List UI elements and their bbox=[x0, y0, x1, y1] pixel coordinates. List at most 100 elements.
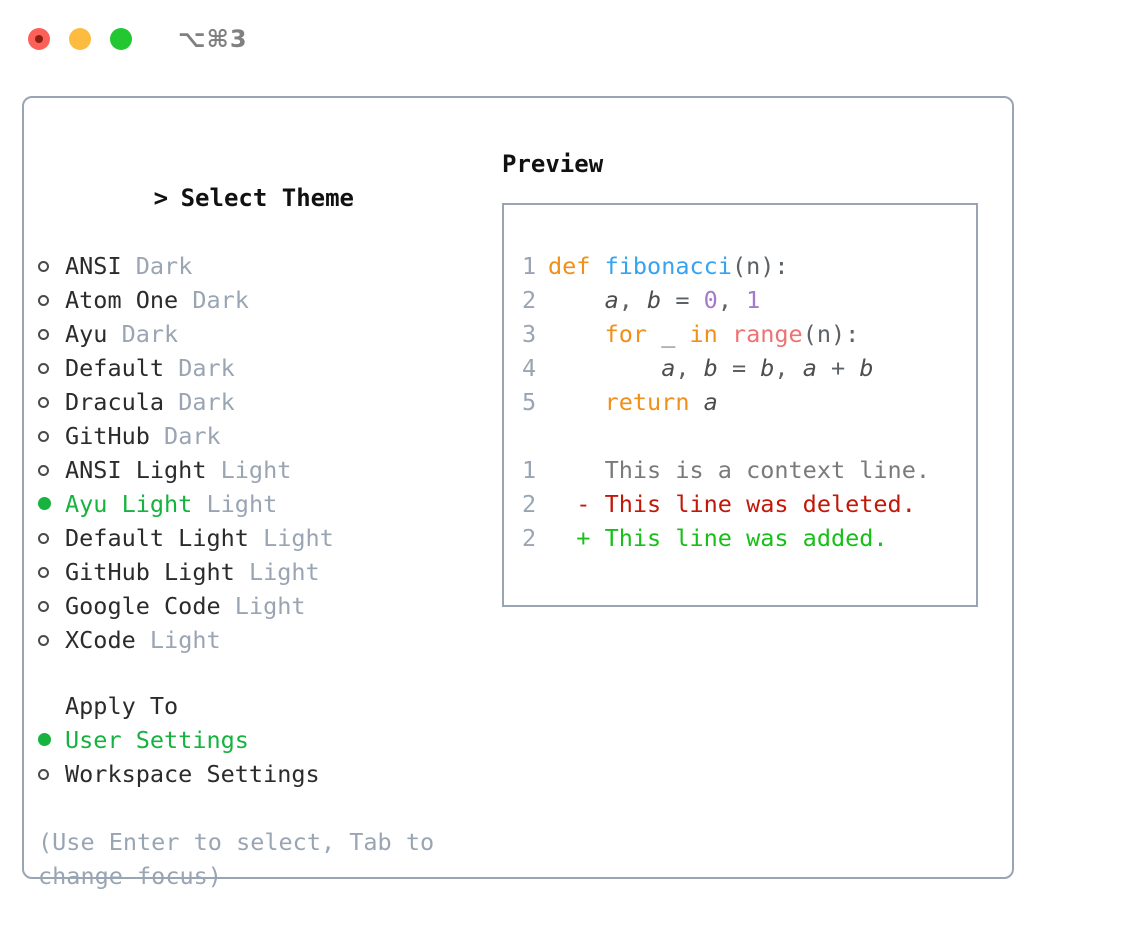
window-controls bbox=[28, 28, 132, 50]
theme-option-google-code[interactable]: Google Code Light bbox=[38, 589, 498, 623]
code-token: b bbox=[760, 354, 775, 382]
prompt-caret-icon: > bbox=[153, 184, 169, 212]
radio-unselected-icon bbox=[38, 453, 65, 487]
label-spacer bbox=[235, 558, 249, 586]
label-spacer bbox=[107, 320, 121, 348]
code-token: , bbox=[618, 286, 648, 314]
label-spacer bbox=[150, 422, 164, 450]
label-spacer bbox=[192, 490, 206, 518]
code-token: return bbox=[604, 388, 690, 416]
code-token: = bbox=[661, 286, 704, 314]
radio-selected-icon bbox=[38, 723, 65, 757]
theme-option-kind: Light bbox=[263, 524, 334, 552]
radio-unselected-icon bbox=[38, 521, 65, 555]
radio-unselected-icon bbox=[38, 623, 65, 657]
theme-option-ayu-light[interactable]: Ayu Light Light bbox=[38, 487, 498, 521]
diff-sample: 1 This is a context line.2 - This line w… bbox=[504, 453, 976, 555]
diff-line: 1 This is a context line. bbox=[504, 453, 976, 487]
label-spacer bbox=[221, 592, 235, 620]
code-token: 1 bbox=[746, 286, 761, 314]
line-number: 1 bbox=[522, 456, 537, 484]
theme-option-atom-one[interactable]: Atom One Dark bbox=[38, 283, 498, 317]
code-line: 3 for _ in range(n): bbox=[504, 317, 976, 351]
line-number: 3 bbox=[522, 320, 537, 348]
theme-option-label: Google Code bbox=[65, 592, 221, 620]
theme-option-label: GitHub Light bbox=[65, 558, 235, 586]
code-token bbox=[548, 320, 605, 348]
code-token: fibonacci bbox=[604, 252, 732, 280]
diff-text: This line was deleted. bbox=[604, 490, 916, 518]
radio-unselected-icon bbox=[38, 385, 65, 419]
diff-marker: - bbox=[548, 490, 605, 518]
radio-unselected-icon bbox=[38, 283, 65, 317]
code-token: _ bbox=[647, 320, 690, 348]
label-spacer bbox=[122, 252, 136, 280]
code-token bbox=[718, 320, 732, 348]
line-number: 2 bbox=[522, 490, 537, 518]
code-token bbox=[548, 388, 605, 416]
code-token bbox=[689, 388, 703, 416]
theme-option-kind: Dark bbox=[178, 354, 235, 382]
theme-option-dracula[interactable]: Dracula Dark bbox=[38, 385, 498, 419]
diff-text: This is a context line. bbox=[604, 456, 931, 484]
code-token: , bbox=[774, 354, 803, 382]
code-token: + bbox=[816, 354, 860, 382]
label-spacer bbox=[164, 388, 178, 416]
code-token: def bbox=[548, 252, 591, 280]
theme-option-label: GitHub bbox=[65, 422, 150, 450]
theme-option-label: Atom One bbox=[65, 286, 179, 314]
line-number: 2 bbox=[522, 286, 537, 314]
label-spacer bbox=[206, 456, 220, 484]
label-spacer bbox=[136, 626, 150, 654]
theme-option-kind: Dark bbox=[135, 252, 193, 280]
apply-to-option-label: User Settings bbox=[65, 726, 249, 754]
code-token: b bbox=[647, 286, 662, 314]
theme-option-label: ANSI bbox=[65, 252, 122, 280]
theme-option-ansi[interactable]: ANSI Dark bbox=[38, 249, 498, 283]
theme-option-default[interactable]: Default Dark bbox=[38, 351, 498, 385]
window-titlebar: ⌥⌘3 bbox=[0, 0, 1140, 78]
apply-to-title: Apply To bbox=[65, 692, 179, 720]
theme-option-kind: Light bbox=[149, 626, 221, 654]
line-number: 4 bbox=[522, 354, 537, 382]
line-number: 5 bbox=[522, 388, 537, 416]
diff-marker: + bbox=[548, 524, 605, 552]
theme-option-ansi-light[interactable]: ANSI Light Light bbox=[38, 453, 498, 487]
line-number: 2 bbox=[522, 524, 537, 552]
theme-option-github[interactable]: GitHub Dark bbox=[38, 419, 498, 453]
maximize-button[interactable] bbox=[110, 28, 132, 50]
code-token bbox=[590, 252, 604, 280]
code-token: = bbox=[717, 354, 761, 382]
theme-option-xcode[interactable]: XCode Light bbox=[38, 623, 498, 657]
code-token: a bbox=[661, 354, 676, 382]
theme-option-kind: Dark bbox=[178, 388, 235, 416]
apply-to-option-user-settings[interactable]: User Settings bbox=[38, 723, 498, 757]
theme-option-kind: Light bbox=[234, 592, 306, 620]
close-button[interactable] bbox=[28, 28, 50, 50]
diff-line: 2 - This line was deleted. bbox=[504, 487, 976, 521]
radio-unselected-icon bbox=[38, 757, 65, 791]
theme-option-default-light[interactable]: Default Light Light bbox=[38, 521, 498, 555]
theme-option-ayu[interactable]: Ayu Dark bbox=[38, 317, 498, 351]
theme-option-github-light[interactable]: GitHub Light Light bbox=[38, 555, 498, 589]
code-token: (n): bbox=[802, 320, 860, 348]
code-token bbox=[548, 286, 605, 314]
apply-to-option-workspace-settings[interactable]: Workspace Settings bbox=[38, 757, 498, 791]
minimize-button[interactable] bbox=[69, 28, 91, 50]
code-token: , bbox=[717, 286, 747, 314]
code-token: b bbox=[703, 354, 718, 382]
line-number: 1 bbox=[522, 252, 537, 280]
theme-option-label: Ayu Light bbox=[65, 490, 193, 518]
code-token: range bbox=[731, 320, 803, 348]
section-spacer bbox=[38, 657, 498, 689]
radio-unselected-icon bbox=[38, 351, 65, 385]
page-title: Select Theme bbox=[180, 184, 354, 212]
